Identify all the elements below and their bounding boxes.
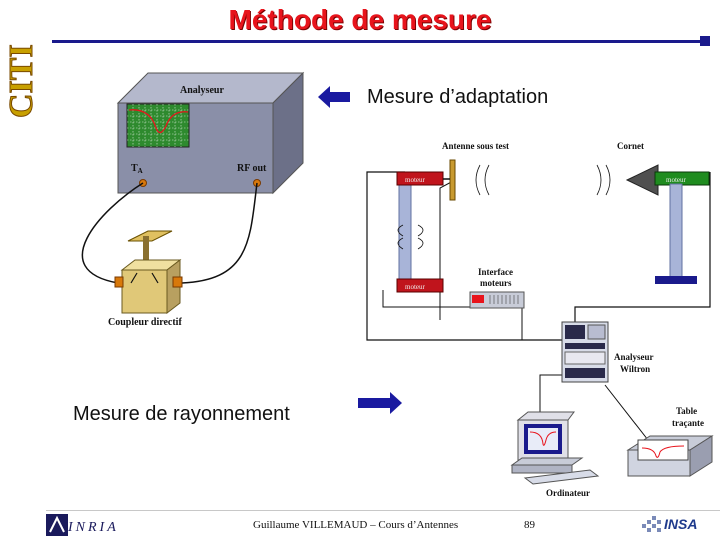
radiation-setup: moteur moteur Antenne sous test Cornet m…	[366, 141, 714, 498]
arrow-left-icon	[318, 86, 350, 108]
cornet-label: Cornet	[617, 141, 644, 151]
cable-ta	[81, 182, 144, 284]
title-underline-end	[700, 36, 710, 46]
computer: Ordinateur	[510, 411, 600, 498]
page-number: 89	[524, 519, 535, 531]
cable-rf-out	[181, 182, 258, 284]
arrow-right-icon	[358, 392, 402, 414]
ta-label: TA	[131, 163, 143, 175]
coupler-label: Coupleur directif	[108, 317, 182, 328]
label-mesure-rayonnement: Mesure de rayonnement	[73, 403, 290, 425]
right-mast-base	[655, 276, 697, 284]
directional-coupler: Coupleur directif	[108, 230, 183, 328]
title-underline	[52, 40, 707, 43]
horn-antenna	[625, 164, 659, 196]
insa-logo-icon	[642, 516, 661, 532]
wiltron-label-1: Analyseur	[614, 352, 654, 362]
motor-bottom-left	[396, 278, 444, 293]
insa-logo: INSA	[664, 516, 698, 532]
citi-logo-text: CITI	[3, 44, 40, 118]
inria-logo: INRIA	[68, 520, 119, 535]
svg-text:moteur: moteur	[666, 176, 686, 184]
plotter-label-2: traçante	[672, 418, 704, 428]
interface-label-2: moteurs	[480, 278, 512, 288]
right-mast	[669, 183, 683, 281]
analyzer-box: Analyseur TA RF out	[116, 71, 305, 195]
page-title: Méthode de mesure	[228, 4, 492, 35]
label-mesure-adaptation: Mesure d’adaptation	[367, 86, 549, 108]
svg-text:moteur: moteur	[405, 283, 425, 291]
footer-divider	[46, 510, 720, 511]
plotter-label-1: Table	[676, 406, 697, 416]
citi-logo: CITI	[0, 0, 46, 540]
antenna-under-test	[449, 159, 456, 201]
antenna-under-test-label: Antenne sous test	[442, 141, 509, 151]
analyzer-label: Analyseur	[180, 85, 224, 96]
interface-label-1: Interface	[478, 267, 513, 277]
computer-label: Ordinateur	[546, 488, 590, 498]
rf-out-label: RF out	[237, 163, 267, 174]
wiltron-label-2: Wiltron	[620, 364, 650, 374]
inria-logo-icon	[46, 514, 68, 536]
footer-credit: Guillaume VILLEMAUD – Cours d’Antennes	[253, 519, 459, 531]
plotter: Table traçante	[626, 406, 714, 477]
svg-text:moteur: moteur	[405, 176, 425, 184]
